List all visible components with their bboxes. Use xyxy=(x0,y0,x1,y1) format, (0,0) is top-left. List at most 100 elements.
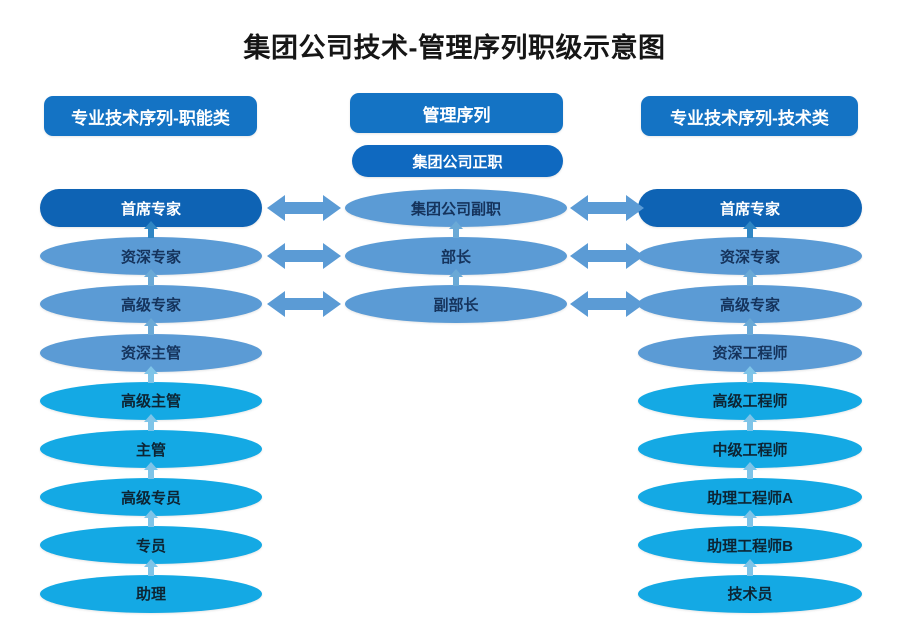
promotion-arrow-up-icon xyxy=(144,269,158,287)
promotion-arrow-up-icon xyxy=(743,365,757,383)
node-left-1: 资深专家 xyxy=(40,237,262,276)
column-header-center: 管理序列 xyxy=(350,93,563,133)
equivalence-double-arrow-icon xyxy=(570,289,644,319)
node-right-1: 资深专家 xyxy=(638,237,862,276)
arrow-shaft xyxy=(747,421,753,431)
node-right-4: 高级工程师 xyxy=(638,381,862,420)
node-right-2: 高级专家 xyxy=(638,285,862,324)
node-label: 首席专家 xyxy=(719,200,780,218)
promotion-arrow-up-icon xyxy=(449,269,463,287)
node-label: 专员 xyxy=(135,537,166,555)
node-right-6: 助理工程师A xyxy=(638,478,862,517)
promotion-arrow-up-icon xyxy=(144,221,158,239)
arrow-shaft xyxy=(148,228,154,239)
node-label: 高级主管 xyxy=(120,393,181,411)
arrow-shaft xyxy=(148,372,154,383)
node-label: 首席专家 xyxy=(120,200,181,218)
node-label: 助理 xyxy=(135,586,166,604)
node-label: 主管 xyxy=(135,441,166,459)
node-left-4: 高级主管 xyxy=(40,381,262,420)
arrow-shaft xyxy=(148,324,154,335)
node-left-0: 首席专家 xyxy=(40,189,262,227)
promotion-arrow-up-icon xyxy=(144,317,158,335)
equivalence-double-arrow-icon xyxy=(267,289,341,319)
node-left-3: 资深主管 xyxy=(40,333,262,372)
node-left-8: 助理 xyxy=(40,574,262,613)
node-right-3: 资深工程师 xyxy=(638,333,862,372)
node-label: 中级工程师 xyxy=(712,441,788,459)
promotion-arrow-up-icon xyxy=(743,221,757,239)
arrow-head xyxy=(144,221,158,230)
arrow-head xyxy=(743,365,757,374)
node-label: 技术员 xyxy=(727,586,773,604)
promotion-arrow-up-icon xyxy=(743,269,757,287)
arrow-head xyxy=(144,365,158,374)
arrow-shaft xyxy=(453,276,459,287)
node-right-8: 技术员 xyxy=(638,574,862,613)
arrow-head xyxy=(144,269,158,278)
equivalence-double-arrow-icon xyxy=(570,193,644,223)
node-right-5: 中级工程师 xyxy=(638,430,862,468)
node-label: 助理工程师B xyxy=(707,537,793,555)
node-right-0: 首席专家 xyxy=(638,189,862,227)
node-left-2: 高级专家 xyxy=(40,285,262,324)
node-right-7: 助理工程师B xyxy=(638,526,862,565)
node-left-6: 高级专员 xyxy=(40,478,262,517)
column-header-left: 专业技术序列-职能类 xyxy=(44,96,257,136)
column-header-right: 专业技术序列-技术类 xyxy=(641,96,858,136)
arrow-shaft xyxy=(747,517,753,528)
node-center-1: 部长 xyxy=(345,237,567,276)
node-label: 高级专家 xyxy=(120,296,181,314)
promotion-arrow-up-icon xyxy=(144,558,158,576)
arrow-head xyxy=(743,317,757,326)
node-left-5: 主管 xyxy=(40,430,262,468)
node-label: 高级工程师 xyxy=(712,393,788,411)
arrow-shaft xyxy=(747,276,753,287)
promotion-arrow-up-icon xyxy=(743,558,757,576)
node-left-7: 专员 xyxy=(40,526,262,565)
node-center-top-pill: 集团公司正职 xyxy=(352,145,563,177)
node-label: 助理工程师A xyxy=(707,489,793,507)
node-label: 高级专家 xyxy=(719,296,780,314)
node-center-0: 集团公司副职 xyxy=(345,189,567,227)
equivalence-double-arrow-icon xyxy=(267,193,341,223)
node-label: 高级专员 xyxy=(120,489,181,507)
arrow-head xyxy=(144,414,158,422)
arrow-shaft xyxy=(148,276,154,287)
arrow-shaft xyxy=(148,421,154,431)
arrow-head xyxy=(743,462,757,471)
node-label: 副部长 xyxy=(433,296,479,314)
node-label: 资深主管 xyxy=(120,345,181,363)
arrow-head xyxy=(743,510,757,519)
promotion-arrow-up-icon xyxy=(144,365,158,383)
node-label: 部长 xyxy=(440,248,471,266)
promotion-arrow-up-icon xyxy=(144,462,158,480)
promotion-arrow-up-icon xyxy=(743,462,757,480)
arrow-head xyxy=(144,558,158,567)
arrow-shaft xyxy=(747,372,753,383)
promotion-arrow-up-icon xyxy=(743,510,757,528)
arrow-head xyxy=(144,510,158,519)
arrow-head xyxy=(144,317,158,326)
arrow-head xyxy=(743,558,757,567)
arrow-head xyxy=(449,269,463,278)
arrow-shaft xyxy=(148,565,154,576)
node-label: 资深工程师 xyxy=(712,345,788,363)
promotion-arrow-up-icon xyxy=(144,414,158,431)
arrow-shaft xyxy=(453,228,459,239)
arrow-shaft xyxy=(747,324,753,335)
promotion-arrow-up-icon xyxy=(449,221,463,239)
arrow-head xyxy=(449,221,463,230)
arrow-shaft xyxy=(148,517,154,528)
node-label: 资深专家 xyxy=(120,248,181,266)
equivalence-double-arrow-icon xyxy=(570,241,644,271)
arrow-head xyxy=(743,269,757,278)
promotion-arrow-up-icon xyxy=(144,510,158,528)
node-center-2: 副部长 xyxy=(345,285,567,324)
arrow-head xyxy=(743,414,757,422)
arrow-shaft xyxy=(747,469,753,480)
arrow-shaft xyxy=(747,228,753,239)
page-title: 集团公司技术-管理序列职级示意图 xyxy=(243,33,666,63)
arrow-shaft xyxy=(148,469,154,480)
